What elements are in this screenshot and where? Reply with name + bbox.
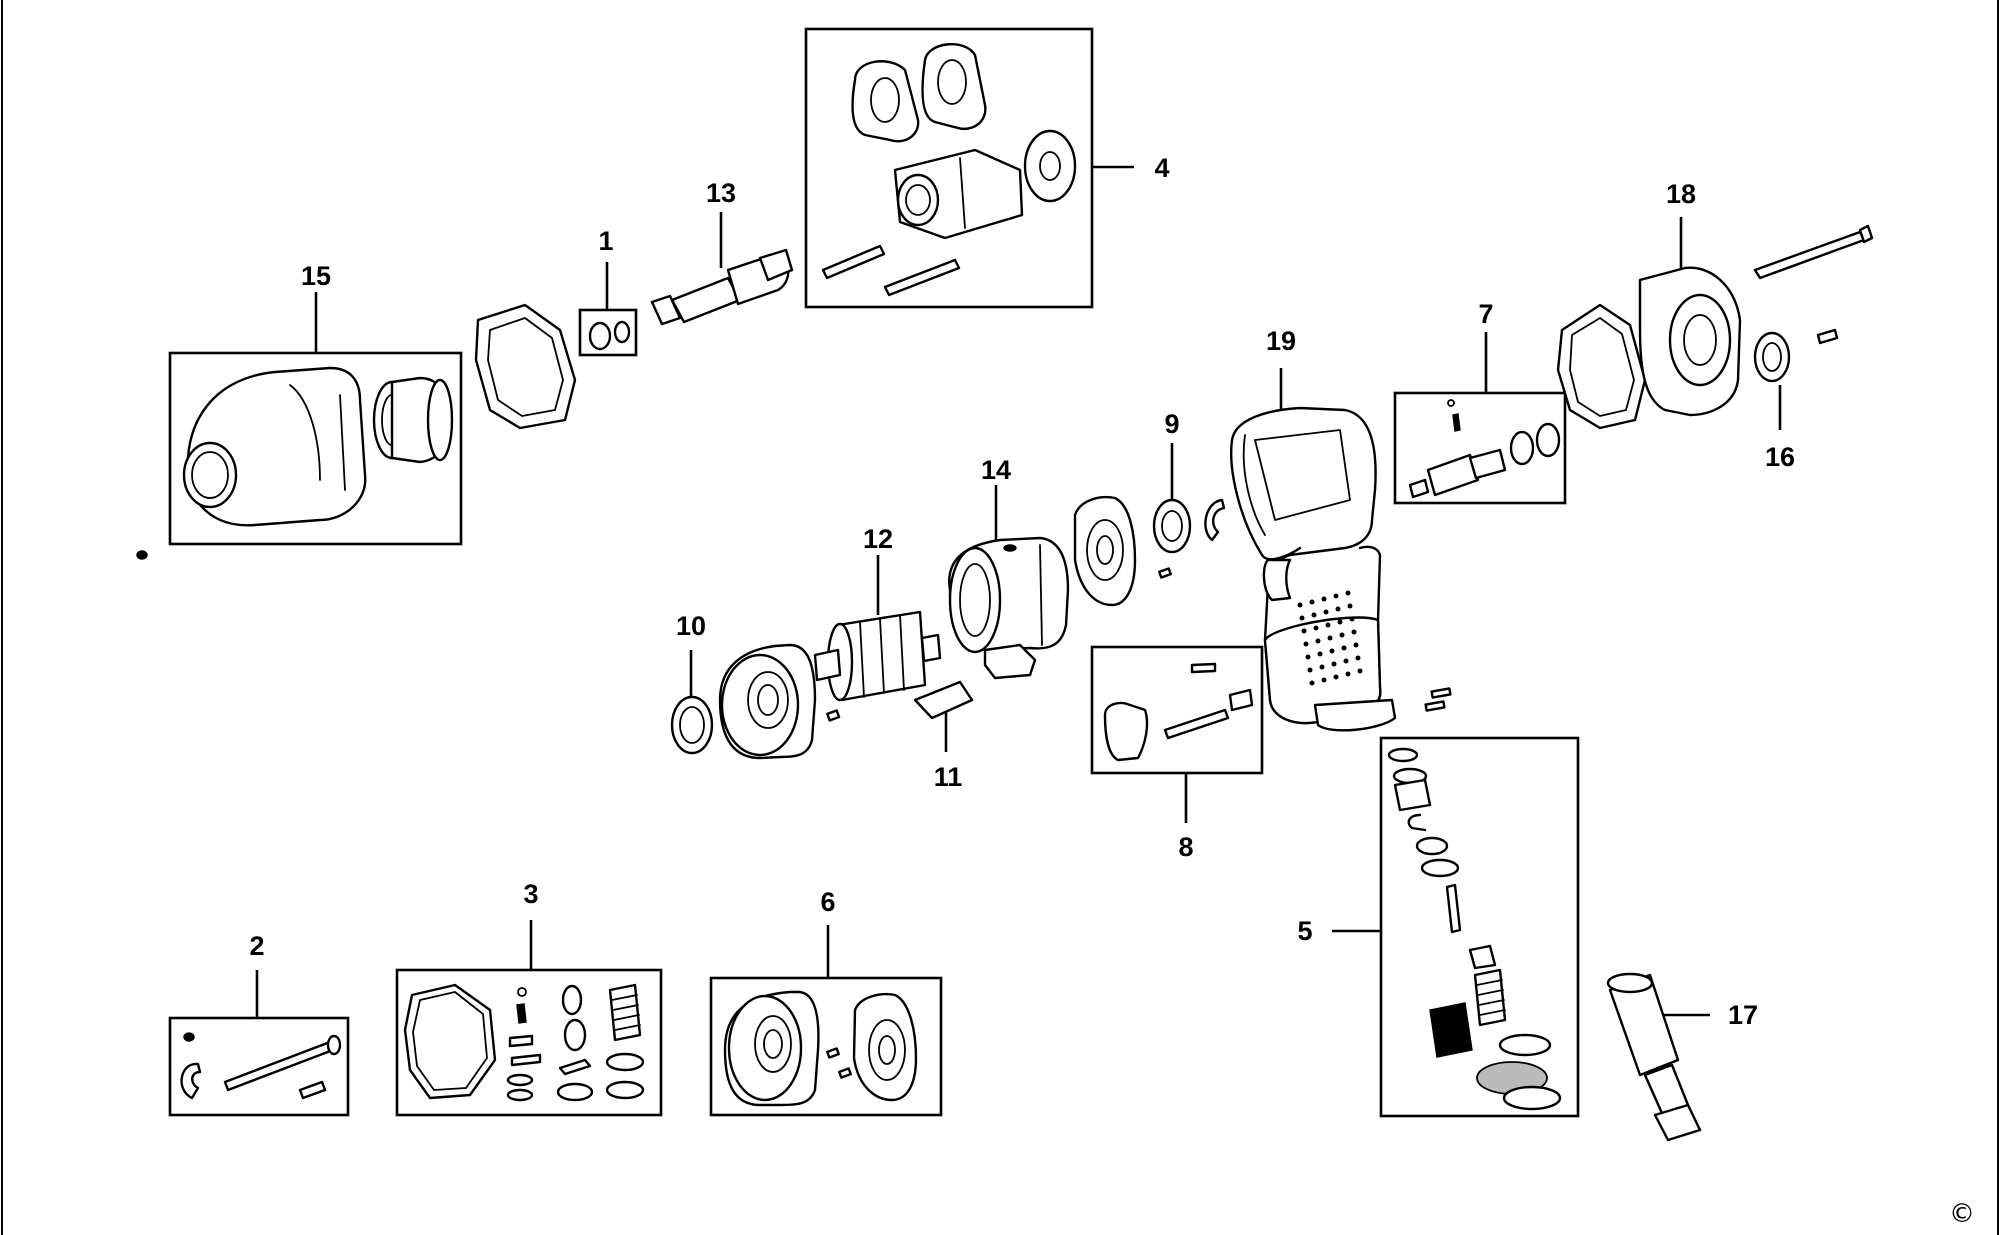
part-15-hammer-case [136,292,463,560]
callout-3: 3 [523,879,538,909]
part-3-seal-kit [395,920,663,1117]
callout-4: 4 [1154,153,1169,183]
copyright-symbol: © [1949,1199,1975,1229]
part-10-bearing [670,643,841,760]
callout-13: 13 [706,178,736,208]
part-6-end-plate-kit [709,925,943,1117]
callout-15: 15 [301,261,331,291]
callout-10: 10 [676,611,706,641]
callout-1: 1 [598,226,613,256]
part-8-trigger-kit [1090,645,1264,823]
part-17-socket [1606,972,1710,1142]
callout-9: 9 [1164,409,1179,439]
part-11-vane [913,680,974,752]
part-9-bearing [1152,443,1226,554]
front-end-plate [1073,496,1172,607]
part-14-cylinder [948,485,1070,680]
callout-14: 14 [981,455,1011,485]
part-12-rotor [813,555,942,702]
callout-8: 8 [1178,832,1193,862]
callout-17: 17 [1728,1000,1758,1030]
part-7-reverse-valve [1393,332,1567,505]
part-1-ring-set [578,262,638,357]
part-19-housing [1230,368,1452,732]
callout-11: 11 [934,762,963,792]
callout-5: 5 [1297,916,1312,946]
part-16-regulator [1753,328,1839,430]
housing-gasket [474,303,577,430]
callout-2: 2 [249,931,264,961]
part-4-hammer-mechanism [804,27,1134,309]
callout-12: 12 [863,524,893,554]
part-2-bolt-kit [168,970,350,1117]
callout-16: 16 [1765,442,1795,472]
callout-7: 7 [1478,299,1493,329]
callout-18: 18 [1666,179,1696,209]
part-18-backhead [1556,217,1874,430]
part-5-throttle-valve-kit [1332,736,1580,1118]
callout-6: 6 [820,887,835,917]
part-13-anvil [650,212,794,326]
callout-19: 19 [1266,326,1296,356]
